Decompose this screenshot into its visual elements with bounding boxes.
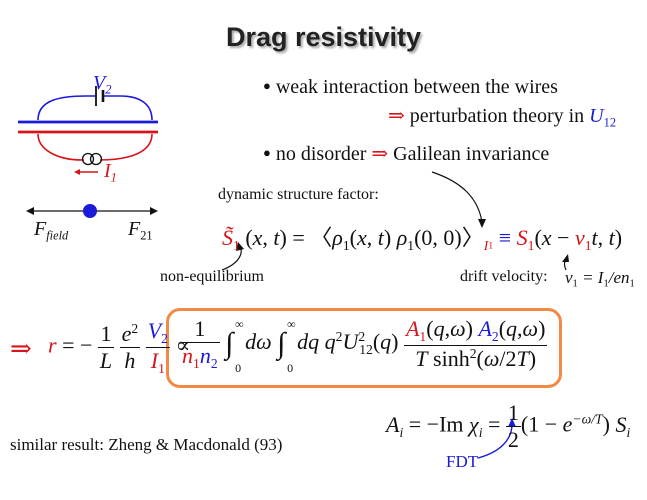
ammeter-coil-right xyxy=(89,152,103,166)
formula-box xyxy=(166,308,562,388)
i1-label: I1 xyxy=(104,160,117,185)
galilean-arrow xyxy=(431,171,483,223)
bullet-dot: ● xyxy=(263,145,271,160)
force-arrow-left xyxy=(26,207,34,215)
fdt-label: FDT xyxy=(446,452,479,471)
electron-dot xyxy=(83,204,97,218)
f21-label: F21 xyxy=(128,218,153,243)
current-arrow-head xyxy=(74,169,80,175)
ammeter-coil-left xyxy=(81,152,95,166)
bullet-perturbation: ⇒ perturbation theory in U12 xyxy=(388,105,617,130)
fdt-arrow xyxy=(477,423,513,459)
force-arrow-right xyxy=(150,207,158,215)
implies-arrow: ⇒ xyxy=(10,334,32,363)
non-equilibrium-label: non-equilibrium xyxy=(160,268,264,285)
bullet-weak-interaction: ● weak interaction between the wires xyxy=(263,76,558,98)
circuit-bottom-right xyxy=(99,133,153,161)
page-title: Drag resistivity xyxy=(225,22,422,52)
wires-diagram xyxy=(18,86,158,218)
bullet-no-disorder: ● no disorder ⇒ Galilean invariance xyxy=(263,143,550,165)
v2-label: V2 xyxy=(93,72,112,97)
similar-result-note: similar result: Zheng & Macdonald (93) xyxy=(10,435,283,454)
structure-factor-equation: S̃1 (x, t) = 〈ρ1(x, t) ρ1(0, 0)〉I1 ≡ S1(… xyxy=(222,225,623,253)
dsf-label: dynamic structure factor: xyxy=(218,186,379,203)
drift-velocity-formula: v1 = I1/en1 xyxy=(565,268,635,290)
drift-velocity-label: drift velocity: xyxy=(460,268,548,285)
circuit-top xyxy=(37,95,96,121)
bullet-dot: ● xyxy=(263,78,271,93)
f-field-label: Ffield xyxy=(34,218,69,243)
circuit-top-right xyxy=(104,95,153,121)
